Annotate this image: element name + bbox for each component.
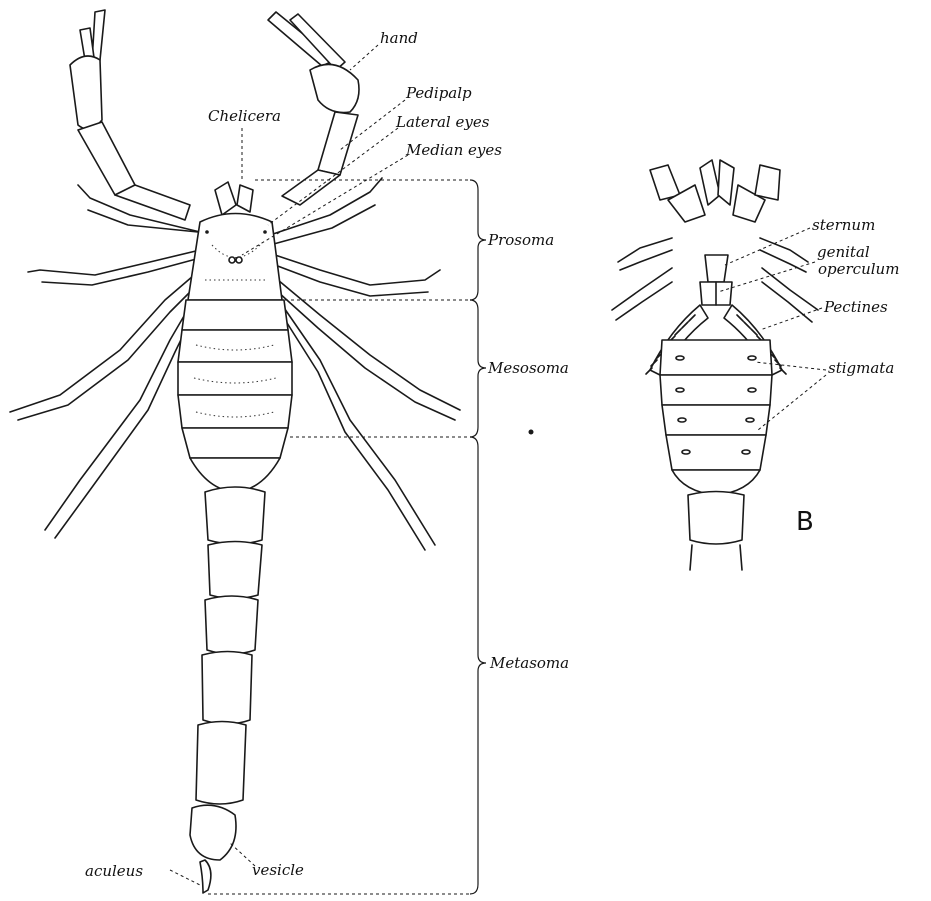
right-legs	[269, 177, 461, 551]
panel-b-annotations	[717, 227, 827, 431]
stigma	[675, 355, 685, 361]
label-lateral-eyes: Lateral eyes	[395, 113, 490, 131]
aculeus-shape	[199, 859, 212, 894]
panel-b-labels: sternum genital operculum Pectines stigm…	[796, 216, 899, 537]
label-prosoma: Prosoma	[487, 231, 554, 249]
label-stigmata: stigmata	[828, 359, 894, 377]
carapace	[187, 212, 283, 301]
label-hand: hand	[380, 29, 418, 47]
label-median-eyes: Median eyes	[405, 141, 502, 159]
chelicerae	[214, 181, 254, 216]
median-eyes	[228, 256, 236, 264]
right-pedipalp	[267, 11, 360, 206]
left-pedipalp	[69, 9, 191, 221]
ventral-legs	[611, 237, 819, 323]
ventral-mesosoma	[659, 339, 773, 496]
sternum-shape	[704, 254, 729, 283]
label-genital: genital	[817, 243, 870, 261]
label-mesosoma: Mesosoma	[487, 359, 569, 377]
metasoma-segments	[195, 486, 266, 805]
ink-speck	[528, 429, 534, 435]
ventral-scorpion-drawing	[611, 159, 819, 571]
label-aculeus: aculeus	[85, 862, 143, 880]
panel-letter-b: B	[796, 507, 814, 537]
ventral-appendages-top	[649, 159, 781, 223]
ventral-metasoma	[687, 490, 745, 571]
label-vesicle: vesicle	[252, 861, 304, 879]
left-legs	[9, 184, 201, 539]
label-pectines: Pectines	[823, 298, 888, 316]
panel-a-annotations	[169, 44, 487, 895]
dorsal-scorpion-drawing	[9, 9, 461, 894]
panel-a-labels: hand Pedipalp Lateral eyes Median eyes C…	[85, 29, 569, 880]
telson	[189, 804, 237, 894]
lateral-eyes	[205, 230, 209, 234]
label-pedipalp: Pedipalp	[405, 84, 472, 102]
label-sternum: sternum	[812, 216, 875, 234]
label-chelicera: Chelicera	[208, 107, 281, 125]
label-operculum: operculum	[818, 260, 899, 278]
label-metasoma: Metasoma	[489, 654, 569, 672]
mesosoma-segments	[177, 299, 293, 493]
vesicle-shape	[189, 804, 237, 861]
